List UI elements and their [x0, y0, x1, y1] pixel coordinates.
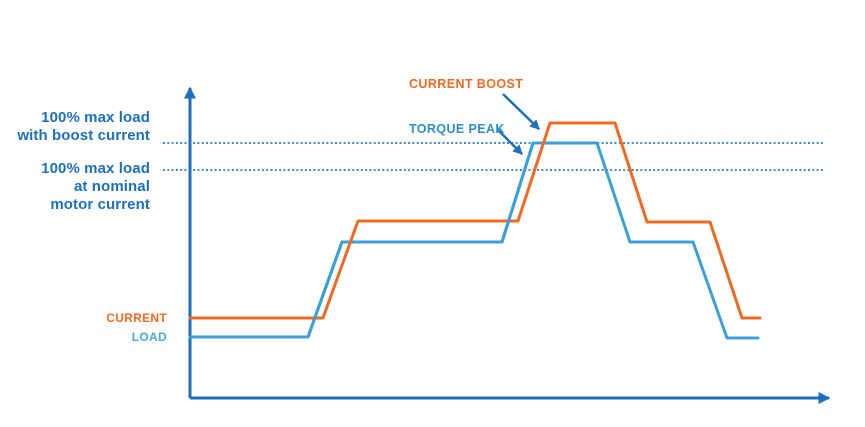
label-line: 100% max load: [41, 160, 150, 177]
label-max-load-with-boost: 100% max load with boost current: [17, 109, 150, 145]
label-max-load-nominal: 100% max load at nominal motor current: [41, 160, 150, 214]
legend-current-series: CURRENT: [106, 311, 167, 325]
load-curve: [188, 141, 760, 340]
load-curve-overlay-1: [500, 141, 535, 244]
load-curve-overlay-0: [306, 240, 344, 339]
torque-peak-arrow: [497, 129, 523, 155]
legend-load-series: LOAD: [131, 330, 167, 344]
current-curve: [188, 121, 762, 320]
current-boost-arrow: [502, 93, 540, 130]
label-line: at nominal: [73, 178, 150, 195]
label-line: motor current: [50, 196, 150, 213]
label-line: 100% max load: [41, 109, 150, 126]
annotation-current-boost: CURRENT BOOST: [409, 77, 524, 91]
annotation-torque-peak: TORQUE PEAK: [409, 122, 505, 136]
label-line: with boost current: [17, 127, 150, 144]
